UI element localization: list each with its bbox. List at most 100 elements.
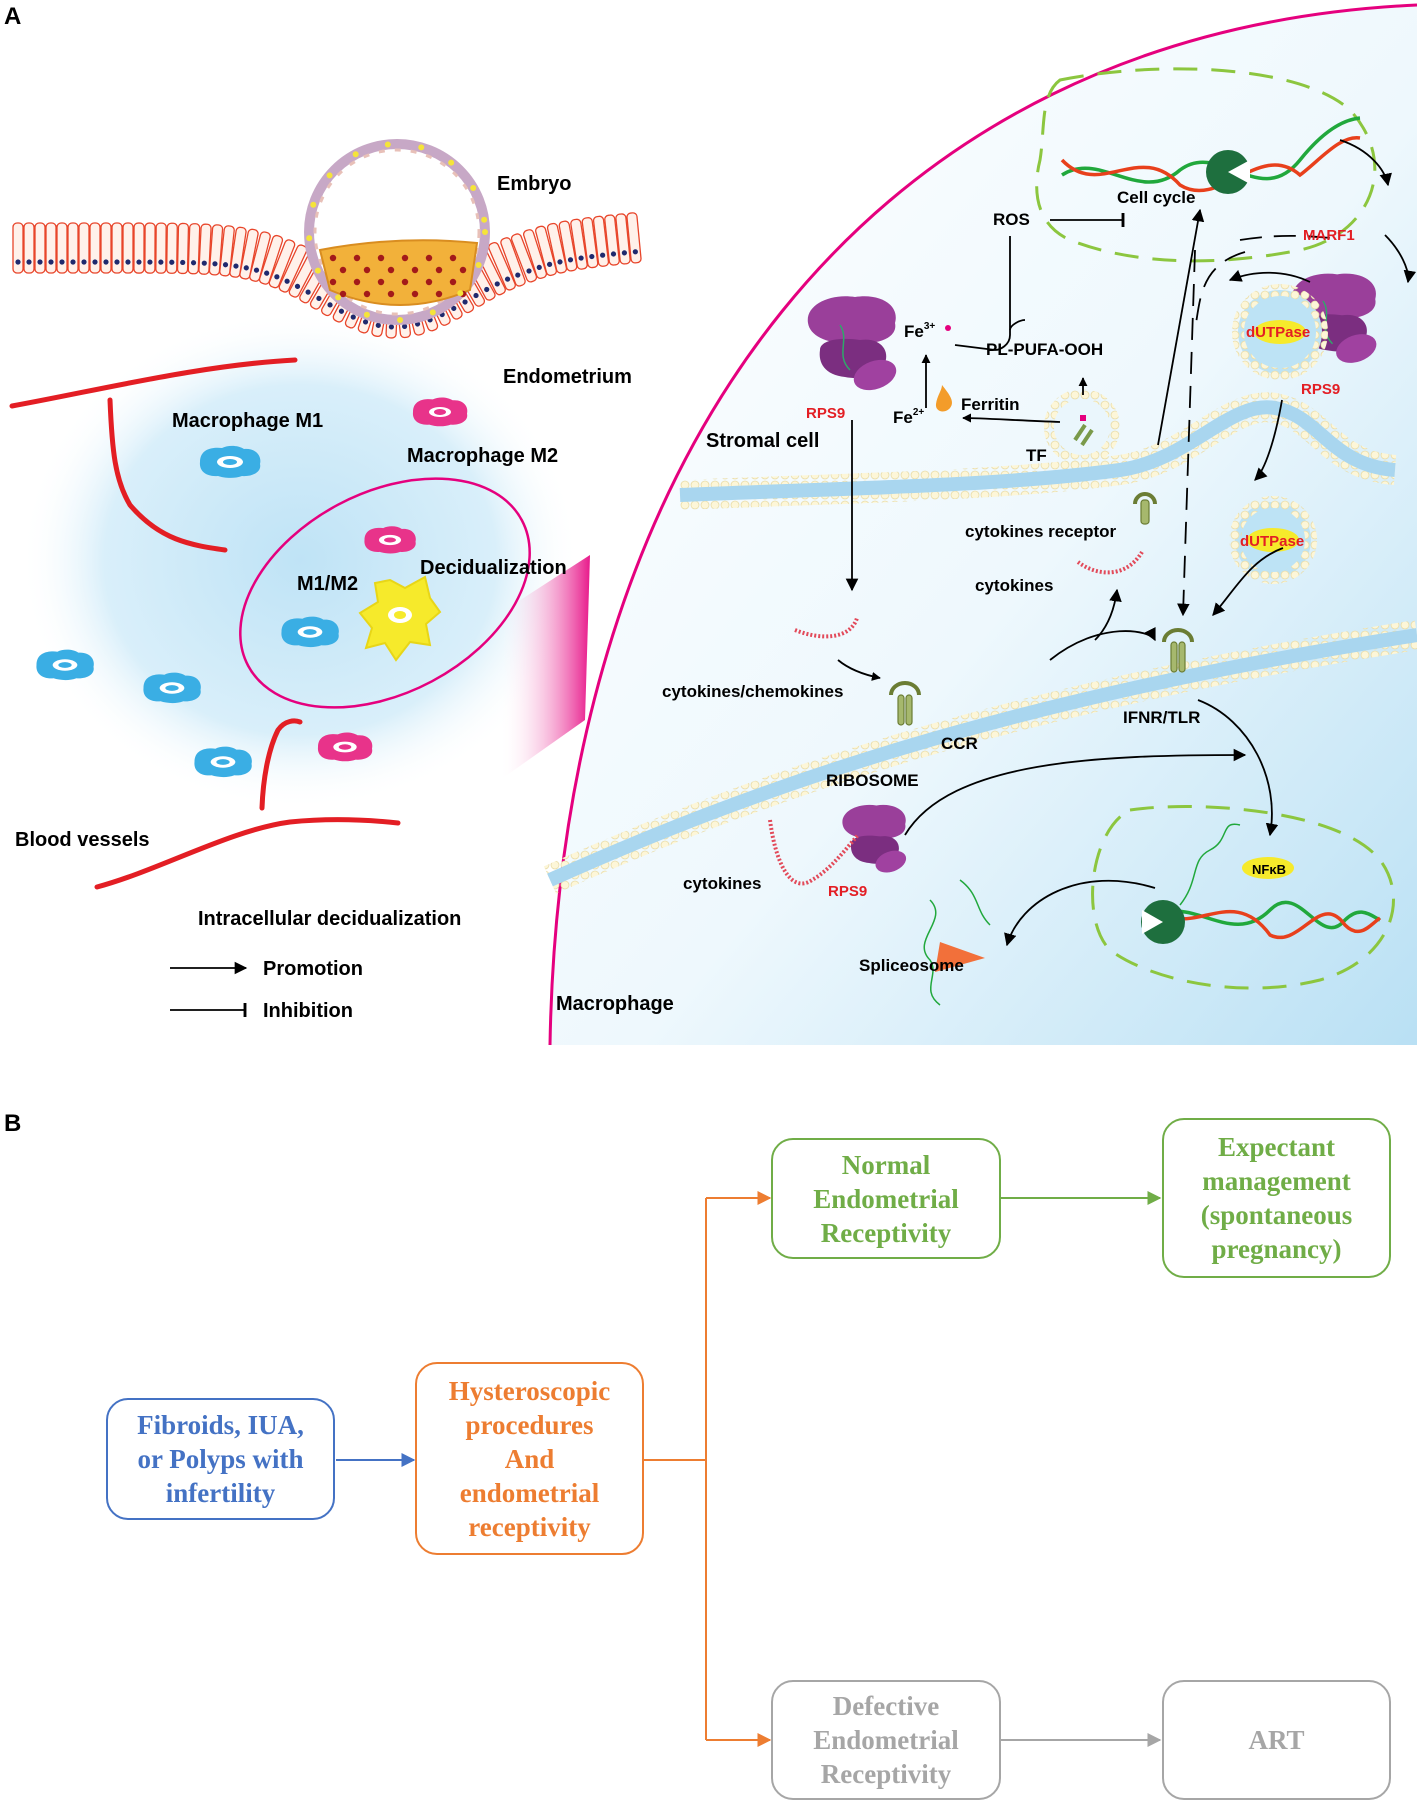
blood-vessels-label: Blood vessels <box>15 829 150 851</box>
embryo-ring-dot <box>384 141 391 148</box>
epithelial-cell <box>558 220 578 272</box>
epithelial-cell <box>510 233 538 283</box>
infertility-box-line: infertility <box>165 1478 276 1508</box>
cytokines-receptor-label: cytokines receptor <box>965 522 1117 541</box>
epithelial-cell <box>249 231 271 282</box>
embryo-cell-dot <box>435 266 443 274</box>
intracellular-label: Intracellular decidualization <box>198 908 461 930</box>
infertility-box-line: Fibroids, IUA, <box>137 1410 304 1440</box>
expectant-box-line: (spontaneous <box>1200 1200 1353 1230</box>
embryo-cell-dot <box>401 278 409 286</box>
expectant-management-box: Expectant management (spontaneous pregna… <box>1162 1118 1391 1278</box>
embryo-ring-dot <box>397 316 404 323</box>
ferritin-label: Ferritin <box>961 395 1020 414</box>
epithelial-cell <box>615 213 631 265</box>
embryo-cell-dot <box>353 254 361 262</box>
procedure-box-line: endometrial <box>459 1477 600 1508</box>
cytokines-bottom-label: cytokines <box>683 874 761 893</box>
macrophage-cell-icon <box>143 672 201 704</box>
epithelial-cell <box>23 222 35 274</box>
expectant-box-line: management <box>1202 1166 1351 1196</box>
embryo-cell-dot <box>377 278 385 286</box>
dashed-arrow <box>1177 249 1196 617</box>
macrophage-nucleus <box>1091 805 1395 990</box>
procedure-box-line: procedures <box>465 1409 594 1440</box>
tf-label: TF <box>1026 446 1047 465</box>
cell-cycle-label: Cell cycle <box>1117 188 1195 207</box>
epithelial-cell <box>166 222 178 274</box>
macrophage-m2-icon <box>412 397 468 427</box>
normal-box-line: Endometrial <box>813 1183 959 1214</box>
epithelial-cell <box>604 214 620 266</box>
ifnr-tlr-label: IFNR/TLR <box>1123 708 1200 727</box>
embryo-ring-dot <box>363 311 370 318</box>
fe3-dot-icon <box>945 325 951 331</box>
rps9-label-bottom: RPS9 <box>828 883 867 900</box>
embryo-cell-dot <box>425 278 433 286</box>
pathway-arrows <box>837 139 1417 947</box>
macrophage-membrane <box>543 620 1417 894</box>
macrophage-cell-icon <box>36 649 94 681</box>
embryo-cell-dot <box>353 278 361 286</box>
panel-a-letter: A <box>4 3 21 30</box>
flow-connectors <box>336 1191 1162 1747</box>
pl-pufa-label: PL-PUFA-OOH <box>986 340 1103 359</box>
epithelial-cell <box>133 222 145 274</box>
legend-promotion: Promotion <box>263 958 363 980</box>
defective-box-line: Endometrial <box>813 1725 959 1755</box>
embryo-ring-dot <box>306 235 313 242</box>
epithelial-cell <box>122 222 134 274</box>
normal-box-line: Receptivity <box>820 1217 952 1248</box>
embryo-cell-dot <box>449 254 457 262</box>
rps9-label-top: RPS9 <box>806 405 845 422</box>
embryo-cell-dot <box>339 266 347 274</box>
epithelial-cell <box>626 212 642 264</box>
embryo-ring-dot <box>352 151 359 158</box>
m1m2-label: M1/M2 <box>297 573 358 595</box>
embryo-cell-dot <box>411 290 419 298</box>
stromal-membrane <box>679 392 1397 510</box>
stromal-cell-label: Stromal cell <box>706 430 819 452</box>
endometrium-label: Endometrium <box>503 366 632 388</box>
decidual-cell-icon <box>358 575 442 662</box>
epithelial-cell <box>198 223 212 275</box>
dutpase-vesicle-icon <box>1229 496 1317 584</box>
procedure-box: Hysteroscopic procedures And endometrial… <box>415 1362 644 1555</box>
epithelial-cell <box>581 217 599 269</box>
cytokines-mid-label: cytokines <box>975 576 1053 595</box>
epithelial-cell <box>522 229 548 280</box>
embryo-ring-dot <box>457 290 464 297</box>
macrophage-label: Macrophage <box>556 993 674 1015</box>
macrophage-m1-icon <box>199 445 261 478</box>
macrophage-m1-label: Macrophage M1 <box>172 410 323 432</box>
epithelial-cell <box>100 222 112 274</box>
embryo-ring-dot <box>448 159 455 166</box>
defective-receptivity-box: Defective Endometrial Receptivity <box>771 1680 1001 1800</box>
embryo-cell-dot <box>387 266 395 274</box>
embryo-cell-dot <box>329 254 337 262</box>
epithelial-cell <box>56 222 68 274</box>
epithelial-cell <box>239 228 259 280</box>
epithelial-cell <box>500 237 526 287</box>
ferritin-icon <box>935 385 953 412</box>
epithelial-cell <box>144 222 156 274</box>
embryo-cell-dot <box>459 266 467 274</box>
epithelial-cell <box>219 225 235 277</box>
macrophage-cell-icon <box>281 616 339 648</box>
macrophage-cell-icon <box>194 746 252 778</box>
legend: Promotion Inhibition <box>170 958 363 1022</box>
blood-vessels-icon <box>9 357 401 890</box>
epithelial-cell <box>278 244 308 293</box>
decidualization-region <box>239 477 531 709</box>
ccr-label: CCR <box>941 734 978 753</box>
fe2-superscript: 2+ <box>913 407 925 418</box>
embryo-cell-dot <box>363 266 371 274</box>
embryo-cell-dot <box>425 254 433 262</box>
embryo-label: Embryo <box>497 173 571 195</box>
procedure-box-line: receptivity <box>468 1511 591 1542</box>
embryo-cell-dot <box>329 278 337 286</box>
macrophage-m2-label: Macrophage M2 <box>407 445 558 467</box>
embryo-cell-dot <box>339 290 347 298</box>
